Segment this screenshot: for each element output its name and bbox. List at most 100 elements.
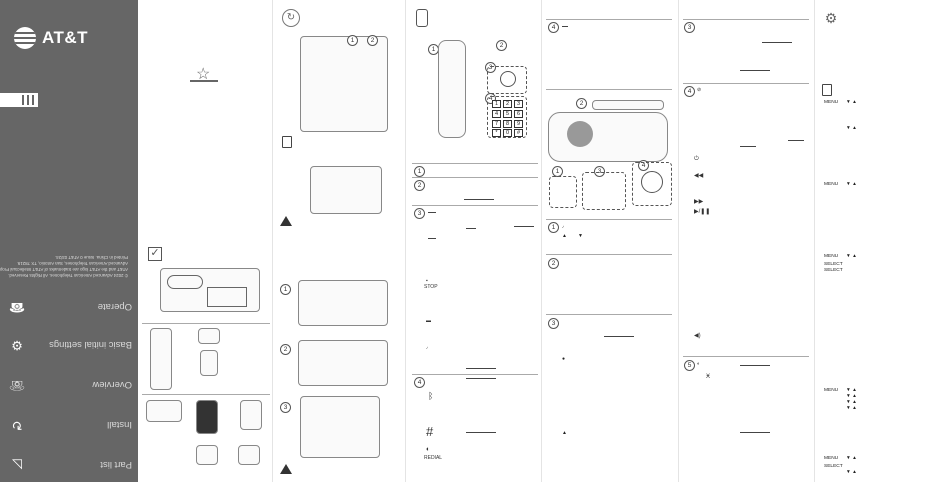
divider-line (190, 80, 218, 82)
divider-line (546, 314, 672, 315)
side-keys-callout (549, 176, 577, 208)
section-label: Install (107, 419, 132, 431)
volume-icon: ◞ (562, 223, 564, 229)
keypad-key: 5 (503, 110, 512, 118)
underline (788, 140, 804, 141)
underline (604, 336, 634, 337)
divider-line (412, 163, 538, 164)
handset-illustration (150, 328, 172, 390)
warning-icon (280, 216, 292, 226)
flash-key-icon: ▬ (426, 318, 431, 324)
legal-line: AT&T and the AT&T logo are trademarks of… (0, 267, 128, 272)
step-number: 2 (414, 180, 425, 191)
menu-key-label: SELECT (824, 268, 843, 273)
section-label: Overview (92, 379, 132, 391)
keypad-key: 2 (503, 100, 512, 108)
keypad-key: 3 (514, 100, 523, 108)
legal-line: Advanced American Telephones, San Antoni… (16, 261, 128, 266)
gear-icon: ⚙ (11, 338, 23, 353)
divider-line (412, 177, 538, 178)
menu-key-label: SELECT (824, 262, 843, 267)
battery-install-illustration: 1 2 (300, 35, 388, 132)
menu-command-row: ▼ ▲ (824, 406, 857, 411)
base-nav-callout (632, 162, 672, 206)
section-install[interactable]: Install ↻ (8, 410, 132, 440)
handset-illustration (438, 40, 466, 138)
keypad-key: 9 (514, 120, 523, 128)
underline (762, 42, 792, 43)
underline (428, 238, 436, 239)
section-part-list[interactable]: Part list ◺ (8, 450, 132, 480)
phone-hand-icon: ☎ (8, 300, 26, 315)
brand-logo: AT&T (14, 27, 88, 49)
step-number: 3 (684, 22, 695, 33)
divider-line (683, 83, 809, 84)
bluetooth-icon: ᛒ (428, 391, 434, 401)
step-number: 1 (414, 166, 425, 177)
brand-name: AT&T (42, 28, 89, 47)
step-number: 4 (548, 22, 559, 33)
section-overview[interactable]: Overview ☏ (8, 370, 132, 400)
quick-guide-illustration (240, 400, 262, 430)
menu-key-label: MENU (824, 388, 839, 393)
step-number: 3 (548, 318, 559, 329)
menu-command-row: ▼ ▲ (824, 394, 857, 399)
battery-cover-illustration (200, 350, 218, 376)
arrow-keys-label: ▼ ▲ (846, 182, 857, 187)
underline (740, 432, 770, 433)
speaker-volume-icon: ◀) (694, 333, 701, 339)
legal-line: © 2024 Advanced American Telephones. All… (8, 273, 128, 278)
section-tab-stripe (0, 93, 38, 107)
clear-key-icon: Ӿ (706, 374, 711, 380)
line-cord-illustration (238, 445, 260, 465)
step-number: 3 (414, 208, 425, 219)
section-operate[interactable]: Operate ☎ (8, 292, 132, 322)
menu-command-row: SELECT (824, 464, 846, 469)
arrow-keys-label: ▼ ▲ (846, 400, 857, 405)
underline (562, 26, 568, 27)
menu-key-label: MENU (824, 100, 839, 105)
divider-line (142, 323, 270, 324)
divider-line (683, 19, 809, 20)
step-number: 4 (414, 377, 425, 388)
menu-key-label: MENU (824, 182, 839, 187)
arrow-up-icon: ▲ (562, 233, 567, 239)
warning-icon (280, 464, 292, 474)
divider-line (546, 219, 672, 220)
section-label: Basic initial settings (49, 339, 132, 351)
menu-command-row: SELECT (824, 262, 846, 267)
underline (740, 146, 756, 147)
step-number: 3 (594, 166, 605, 177)
star-icon: ☆ (196, 66, 211, 83)
base-top-keys (592, 100, 664, 110)
divider-line (412, 374, 538, 375)
menu-key-label: SELECT (824, 464, 843, 469)
install-arrow-icon: ↻ (282, 9, 300, 27)
menu-command-row: SELECT (824, 268, 846, 273)
arrow-keys-label: ▼ ▲ (846, 456, 857, 461)
bullet-icon: ● (562, 356, 566, 362)
step-number: 2 (367, 35, 378, 46)
menu-command-row: ▼ ▲ (824, 470, 857, 475)
arrow-keys-label: ▼ ▲ (846, 126, 857, 131)
arrow-keys-label: ▼ ▲ (846, 394, 857, 399)
power-adapter-illustration (196, 445, 218, 465)
keypad-shape (207, 287, 247, 307)
underline (428, 212, 436, 213)
menu-command-row: ▼ ▲ (824, 126, 857, 131)
arrow-keys-label: ▼ ▲ (846, 388, 857, 393)
globe-icon (14, 27, 36, 49)
underline (514, 226, 534, 227)
step-number: 2 (280, 344, 291, 355)
menu-command-row: ▼ ▲ (824, 400, 857, 405)
arrow-down-icon: ▼ (578, 233, 583, 239)
handset-shape (167, 275, 203, 289)
nav-wheel (500, 71, 516, 87)
section-basic-settings[interactable]: Basic initial settings ⚙ (8, 330, 132, 360)
keypad-key: 6 (514, 110, 523, 118)
key-label: ▪ (426, 278, 428, 284)
keypad-key: 8 (503, 120, 512, 128)
underline (740, 365, 770, 366)
keypad-key: 0 (503, 129, 512, 137)
note-icon (822, 84, 832, 96)
